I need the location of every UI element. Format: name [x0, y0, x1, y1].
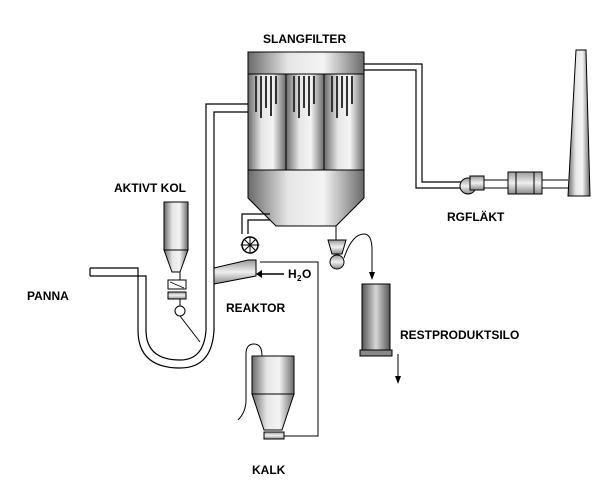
flue-gas-fan [459, 171, 568, 195]
label-reaktor: REAKTOR [226, 301, 285, 315]
reactor [213, 259, 257, 285]
label-h2o-o: O [302, 267, 311, 281]
filter-top-plenum [247, 51, 365, 75]
label-panna: PANNA [27, 289, 69, 303]
filter-bags [255, 76, 353, 118]
label-h2o: H 2 O [288, 267, 311, 283]
lime-silo [237, 261, 319, 440]
filter-hopper [247, 169, 365, 227]
rotary-valve [240, 236, 260, 254]
label-h2o-sub: 2 [297, 274, 302, 283]
residue-silo [359, 283, 401, 384]
recirculation-duct [241, 213, 270, 234]
water-injection-arrow [256, 270, 284, 278]
label-restproduktsilo: RESTPRODUKTSILO [400, 328, 519, 342]
label-h2o-h: H [288, 267, 297, 281]
residue-transport [327, 226, 375, 280]
label-slangfilter: SLANGFILTER [263, 32, 346, 46]
label-kalk: KALK [252, 463, 286, 477]
flue-gas-duct [89, 103, 248, 369]
filter-cell-3 [323, 73, 365, 171]
clean-gas-duct [364, 63, 462, 189]
label-rgflakt: RGFLÄKT [447, 209, 505, 224]
bag-filter [247, 51, 365, 227]
label-aktivt-kol: AKTIVT KOL [114, 181, 186, 195]
chimney [567, 49, 591, 197]
activated-carbon-silo [163, 201, 201, 343]
